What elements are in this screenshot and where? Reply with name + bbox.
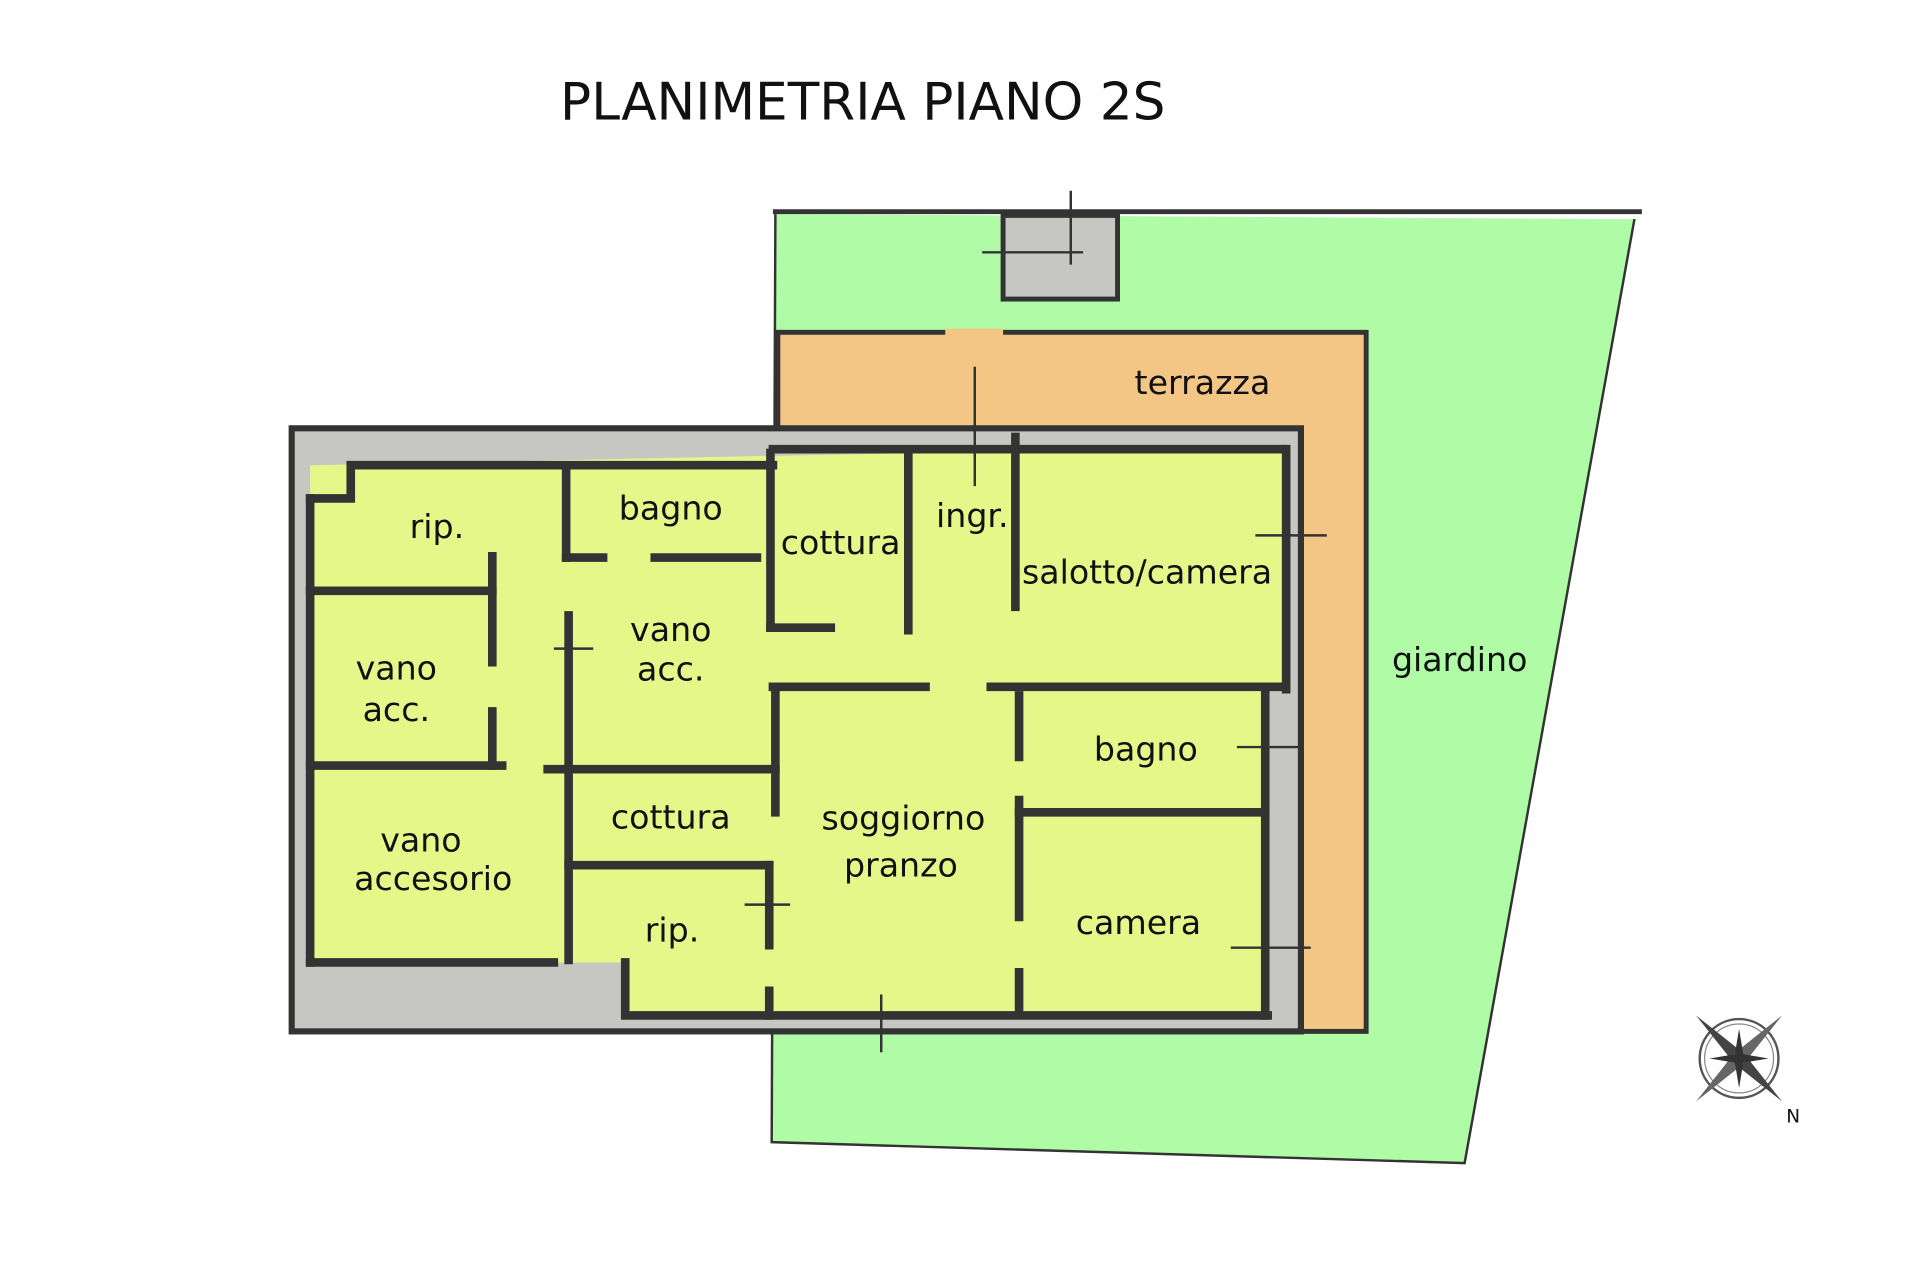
label-vano-acc-mid-2: acc.: [637, 650, 704, 689]
label-ingr: ingr.: [936, 496, 1009, 535]
label-terrazza: terrazza: [1135, 363, 1271, 402]
compass-rose-icon: [1696, 1015, 1783, 1102]
label-vano-acc-mid: vano: [630, 610, 711, 649]
label-salotto-camera: salotto/camera: [1022, 552, 1272, 591]
label-bagno-top: bagno: [619, 488, 723, 527]
label-vano-acc-left: vano: [356, 648, 437, 687]
interior-walls: [305, 366, 1327, 1053]
label-giardino: giardino: [1392, 640, 1527, 679]
label-vano-acc-left-2: acc.: [363, 690, 430, 729]
label-vano-accesorio-2: accesorio: [354, 859, 512, 898]
label-cottura-mid: cottura: [611, 797, 731, 836]
label-cottura-top: cottura: [781, 523, 901, 562]
rooms-area: [310, 445, 1283, 1016]
label-camera: camera: [1076, 903, 1201, 942]
label-vano-accesorio: vano: [380, 821, 461, 860]
plan-title: PLANIMETRIA PIANO 2S: [560, 72, 1165, 132]
stairwell: [1000, 212, 1120, 302]
label-rip-top: rip.: [410, 507, 465, 546]
label-soggiorno: soggiorno: [821, 799, 985, 838]
compass-north-label: N: [1786, 1106, 1800, 1127]
label-rip-bottom: rip.: [645, 911, 700, 950]
label-bagno-right: bagno: [1094, 730, 1198, 769]
label-pranzo: pranzo: [844, 845, 958, 884]
